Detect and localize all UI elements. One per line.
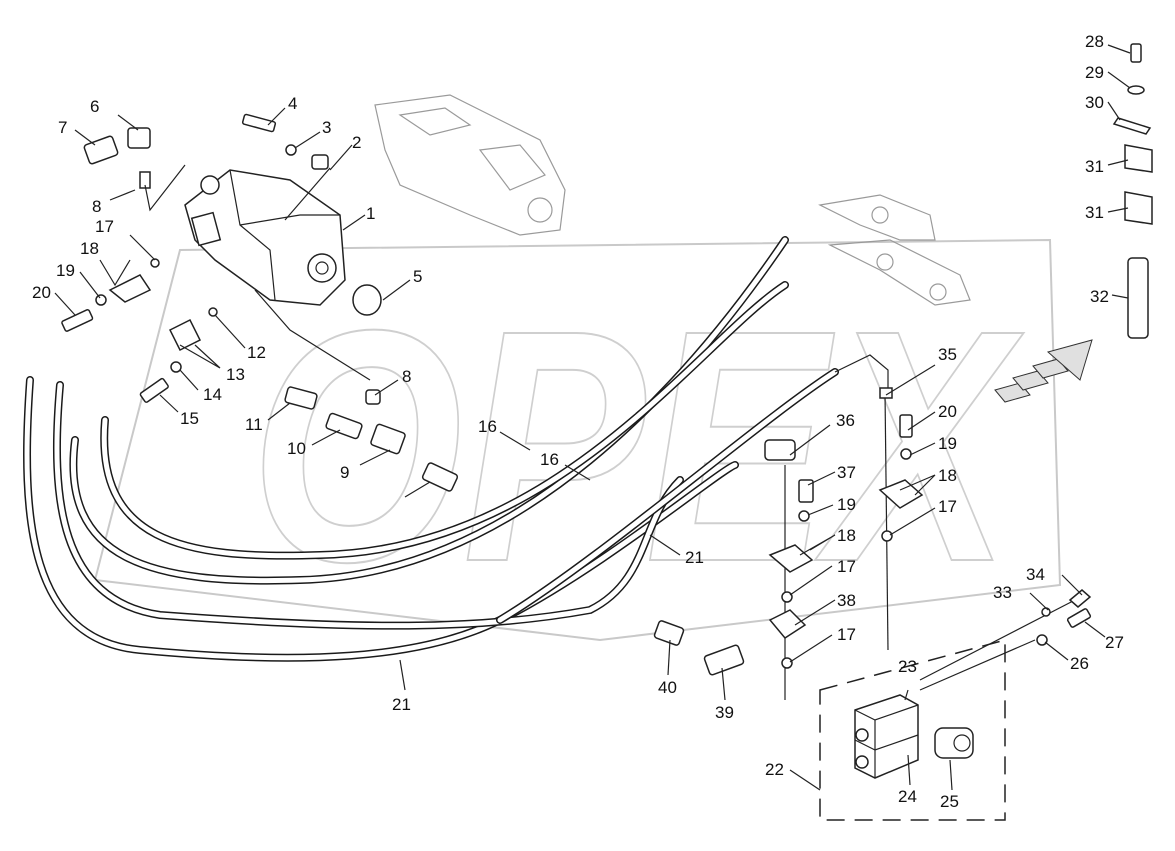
callout-19: 19	[938, 434, 957, 453]
callout-20: 20	[938, 402, 957, 421]
callout-17: 17	[95, 217, 114, 236]
callout-16: 16	[540, 450, 559, 469]
callout-12: 12	[247, 343, 266, 362]
callout-14: 14	[203, 385, 222, 404]
callout-35: 35	[938, 345, 957, 364]
callout-4: 4	[288, 94, 297, 113]
callout-21: 21	[392, 695, 411, 714]
hydraulic-pump	[184, 169, 346, 306]
pump-fittings	[61, 113, 459, 492]
callout-11: 11	[245, 415, 263, 434]
callout-20: 20	[32, 283, 51, 302]
callout-10: 10	[287, 439, 306, 458]
callout-19: 19	[56, 261, 75, 280]
callout-26: 26	[1070, 654, 1089, 673]
callout-40: 40	[658, 678, 677, 697]
callout-30: 30	[1085, 93, 1104, 112]
callout-5: 5	[413, 267, 422, 286]
callout-33: 33	[993, 583, 1012, 602]
callout-22: 22	[765, 760, 784, 779]
callouts: 1 2 3 4 5 6 7 8 8 9 10 11 12 13 14 15 16…	[32, 32, 1124, 811]
callout-24: 24	[898, 787, 917, 806]
callout-31: 31	[1085, 157, 1104, 176]
callout-16: 16	[478, 417, 497, 436]
callout-17: 17	[837, 625, 856, 644]
callout-3: 3	[322, 118, 331, 137]
callout-39: 39	[715, 703, 734, 722]
callout-6: 6	[90, 97, 99, 116]
o-ring	[352, 284, 382, 316]
callout-13: 13	[226, 365, 245, 384]
callout-2: 2	[352, 133, 361, 152]
callout-32: 32	[1090, 287, 1109, 306]
callout-17: 17	[938, 497, 957, 516]
callout-21: 21	[685, 548, 704, 567]
callout-28: 28	[1085, 32, 1104, 51]
callout-8: 8	[92, 197, 101, 216]
callout-7: 7	[58, 118, 67, 137]
callout-23: 23	[898, 657, 917, 676]
callout-18: 18	[80, 239, 99, 258]
callout-31: 31	[1085, 203, 1104, 222]
callout-15: 15	[180, 409, 199, 428]
callout-27: 27	[1105, 633, 1124, 652]
callout-19: 19	[837, 495, 856, 514]
hoses	[23, 236, 889, 662]
callout-8: 8	[402, 367, 411, 386]
callout-29: 29	[1085, 63, 1104, 82]
callout-18: 18	[938, 466, 957, 485]
callout-34: 34	[1026, 565, 1045, 584]
background-machinery	[374, 94, 971, 306]
callout-38: 38	[837, 591, 856, 610]
callout-18: 18	[837, 526, 856, 545]
callout-9: 9	[340, 463, 349, 482]
clamp-parts	[1112, 43, 1153, 339]
valve-side-parts	[653, 387, 1092, 676]
callout-37: 37	[837, 463, 856, 482]
callout-17: 17	[837, 557, 856, 576]
callout-36: 36	[836, 411, 855, 430]
direction-arrow	[994, 339, 1093, 403]
control-valve-block	[819, 639, 1006, 821]
callout-25: 25	[940, 792, 959, 811]
leader-lines	[54, 44, 1131, 791]
callout-1: 1	[366, 204, 375, 223]
